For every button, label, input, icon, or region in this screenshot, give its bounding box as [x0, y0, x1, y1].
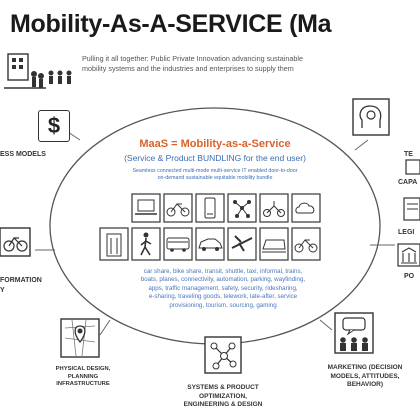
label-tech: TE — [404, 150, 413, 159]
keyword-line: car share, bike share, transit, shuttle,… — [143, 268, 303, 275]
label-physical-design: PHYSICAL DESIGN, PLANNING INFRASTRUCTURE — [38, 366, 128, 389]
label-marketing: MARKETING (DECISION MODELS, ATTITUDES, B… — [306, 364, 420, 390]
people-icon — [48, 70, 72, 84]
description-line: Seamless connected multi-mode multi-serv… — [132, 168, 298, 174]
connector-line — [319, 319, 333, 331]
label-business-models: ESS MODELS — [0, 151, 46, 158]
keyword-line: boats, planes, connectivity, automation,… — [140, 276, 306, 284]
label-line: INFRASTRUCTURE — [56, 381, 110, 387]
label-line: BEHAVIOR) — [347, 381, 383, 388]
label-line: TE — [404, 151, 413, 158]
smartphone-icon — [195, 193, 225, 223]
dollar-icon: $ — [38, 110, 70, 142]
tech-head-icon — [352, 98, 390, 136]
maas-description: Seamless connected multi-mode multi-serv… — [80, 168, 350, 182]
legal-icon — [403, 197, 420, 221]
keyword-line: e-sharing, traveling goods, telework, la… — [148, 293, 298, 301]
audience-chat-icon — [334, 312, 374, 354]
connector-line — [354, 139, 369, 151]
cloud-icon — [291, 193, 321, 223]
bus-icon — [163, 227, 193, 261]
keyword-line: provisioning, tourism, sourcing, gaming — [169, 301, 277, 309]
label-legal: LEGI — [398, 229, 415, 236]
label-information: FORMATION — [0, 277, 42, 284]
label-information-2: Y — [0, 287, 5, 294]
label-policy: PO — [404, 273, 415, 280]
network-icon — [227, 193, 257, 223]
label-line: PHYSICAL DESIGN, — [55, 366, 111, 372]
network-graph-icon — [204, 336, 242, 374]
label-line: OPTIMIZATION, — [199, 392, 247, 400]
people-city-icon — [4, 53, 46, 89]
bicycle-icon — [291, 227, 321, 261]
subtitle-line: mobility systems and the industries and … — [82, 64, 294, 73]
page-subtitle: Pulling it all together: Public Private … — [82, 54, 420, 74]
label-line: PLANNING — [67, 373, 99, 380]
tech-icon-partial — [405, 159, 420, 175]
description-line: on-demand sustainable equitable mobility… — [157, 175, 273, 181]
label-systems: SYSTEMS & PRODUCT OPTIMIZATION, ENGINEER… — [158, 384, 288, 410]
bike-share-icon — [163, 193, 193, 223]
maas-keywords: car share, bike share, transit, shuttle,… — [108, 268, 338, 310]
keyword-line: apps, traffic management, safety, securi… — [148, 284, 298, 292]
maas-title: MaaS = Mobility-as-a-Service — [139, 138, 291, 150]
policy-icon — [397, 243, 420, 267]
bicycle-info-icon — [0, 227, 31, 257]
building-icon — [99, 227, 129, 261]
dollar-symbol: $ — [47, 113, 61, 138]
train-icon — [259, 227, 289, 261]
label-line: MARKETING (DECISION — [327, 364, 403, 371]
page-title: Mobility-As-A-SERVICE (Ma — [10, 10, 332, 38]
map-pin-icon — [60, 318, 100, 358]
scooter-icon — [259, 193, 289, 223]
laptop-icon — [131, 193, 161, 223]
maas-subtitle: (Service & Product BUNDLING for the end … — [124, 153, 306, 163]
connector-line — [99, 319, 111, 336]
subtitle-line: Pulling it all together: Public Private … — [82, 54, 303, 63]
pedestrian-icon — [131, 227, 161, 261]
label-tech-2: CAPA — [398, 179, 418, 186]
mode-tile-grid — [99, 193, 321, 261]
airplane-icon — [227, 227, 257, 261]
car-icon — [195, 227, 225, 261]
label-line: MODELS, ATTITUDES, — [330, 372, 400, 380]
label-line: SYSTEMS & PRODUCT — [187, 384, 259, 391]
label-line: ENGINEERING & DESIGN — [183, 401, 263, 408]
